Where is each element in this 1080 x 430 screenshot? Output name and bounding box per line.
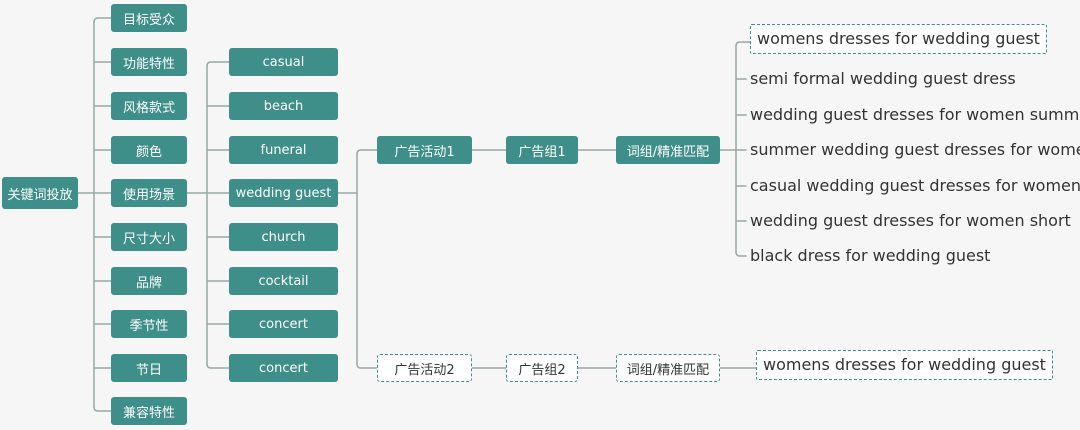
scene-node-wedding-guest: wedding guest xyxy=(229,179,338,207)
scene-node: casual xyxy=(229,48,338,76)
scene-node: beach xyxy=(229,92,338,120)
keyword-item: semi formal wedding guest dress xyxy=(750,69,1016,88)
category-node: 功能特性 xyxy=(111,48,187,76)
match-type1-node: 词组/精准匹配 xyxy=(616,136,720,164)
keyword-item: summer wedding guest dresses for women xyxy=(750,140,1080,159)
keyword-item: casual wedding guest dresses for women xyxy=(750,176,1080,195)
category-node: 节日 xyxy=(111,354,187,382)
campaign1-node: 广告活动1 xyxy=(377,136,472,164)
keyword-item: black dress for wedding guest xyxy=(750,246,991,265)
match-type2-node: 词组/精准匹配 xyxy=(616,354,720,382)
ad-group1-node: 广告组1 xyxy=(506,136,578,164)
ad-group2-node: 广告组2 xyxy=(506,354,578,382)
category-node: 季节性 xyxy=(111,310,187,338)
keyword-item: wedding guest dresses for women summer xyxy=(750,105,1080,124)
keyword-item: wedding guest dresses for women short xyxy=(750,211,1071,230)
campaign2-node: 广告活动2 xyxy=(377,354,472,382)
category-node: 尺寸大小 xyxy=(111,223,187,251)
category-node: 风格款式 xyxy=(111,92,187,120)
scene-node: cocktail xyxy=(229,267,338,295)
keyword-item-campaign2: womens dresses for wedding guest xyxy=(756,350,1053,380)
scene-node: concert xyxy=(229,354,338,382)
category-node-usage-scene: 使用场景 xyxy=(111,179,187,207)
scene-node: funeral xyxy=(229,136,338,164)
category-node: 品牌 xyxy=(111,267,187,295)
keyword-item-highlighted: womens dresses for wedding guest xyxy=(750,24,1047,54)
root-node: 关键词投放 xyxy=(2,177,78,209)
scene-node: concert xyxy=(229,310,338,338)
category-node: 颜色 xyxy=(111,136,187,164)
category-node: 目标受众 xyxy=(111,4,187,32)
scene-node: church xyxy=(229,223,338,251)
category-node: 兼容特性 xyxy=(111,397,187,425)
